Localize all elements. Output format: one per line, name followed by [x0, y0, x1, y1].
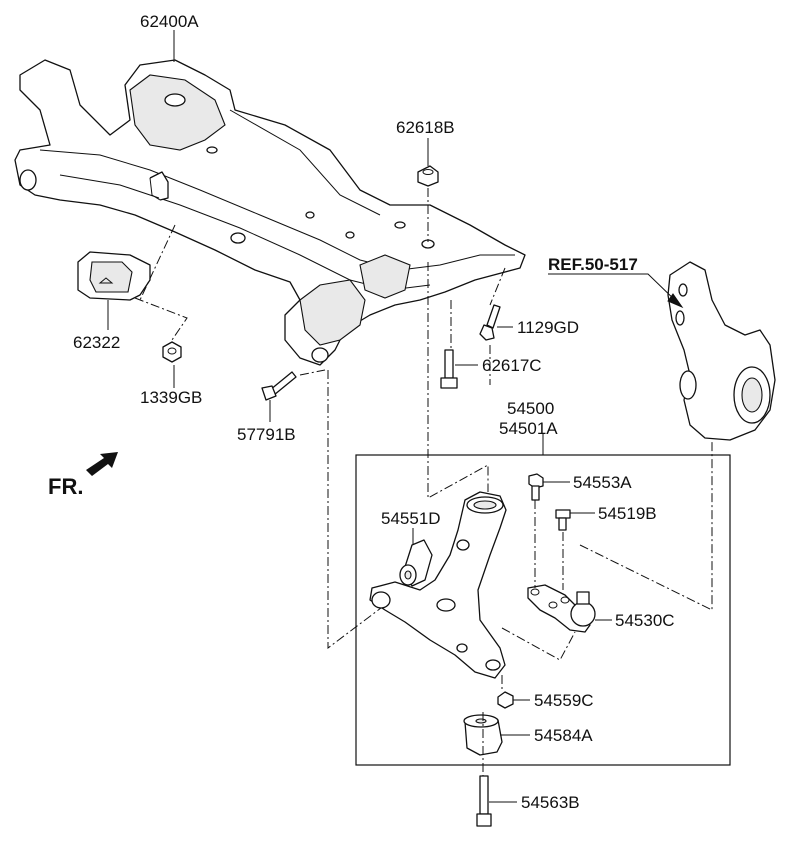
nut-62618b [417, 165, 439, 187]
label-1339gb: 1339GB [140, 388, 202, 407]
bolt-1129gd [479, 304, 501, 341]
bushing-54551d [399, 539, 433, 587]
label-62400a: 62400A [140, 12, 199, 31]
label-62617c: 62617C [482, 356, 542, 375]
bolt-54519b [555, 509, 571, 531]
label-54500: 54500 [507, 399, 554, 418]
bolt-57791b [261, 371, 297, 401]
label-54563b: 54563B [521, 793, 580, 812]
label-62322: 62322 [73, 333, 120, 352]
front-direction-label: FR. [48, 474, 83, 499]
front-arrow-icon [86, 452, 118, 476]
bolt-54563b [476, 775, 492, 827]
bolt-54553a [528, 473, 544, 501]
label-54559c: 54559C [534, 691, 594, 710]
label-54501a: 54501A [499, 419, 558, 438]
bracket-part [77, 251, 151, 301]
label-54530c: 54530C [615, 611, 675, 630]
label-57791b: 57791B [237, 425, 296, 444]
label-54519b: 54519B [598, 504, 657, 523]
knuckle-part [667, 261, 776, 441]
label-54584a: 54584A [534, 726, 593, 745]
leader-lines [107, 30, 684, 803]
lower-arm-part [369, 491, 507, 679]
reference-label: REF.50-517 [548, 255, 638, 274]
label-62618b: 62618B [396, 118, 455, 137]
subframe-part [14, 59, 526, 366]
label-54553a: 54553A [573, 473, 632, 492]
bolt-62617c [440, 349, 458, 389]
label-54551d: 54551D [381, 509, 441, 528]
alignment-lines [134, 188, 713, 776]
front-direction-indicator: FR. [48, 452, 118, 499]
nut-1339gb [162, 341, 182, 363]
ball-joint-54530c [527, 584, 596, 633]
nut-54559c [497, 691, 514, 709]
label-1129gd: 1129GD [517, 318, 579, 337]
